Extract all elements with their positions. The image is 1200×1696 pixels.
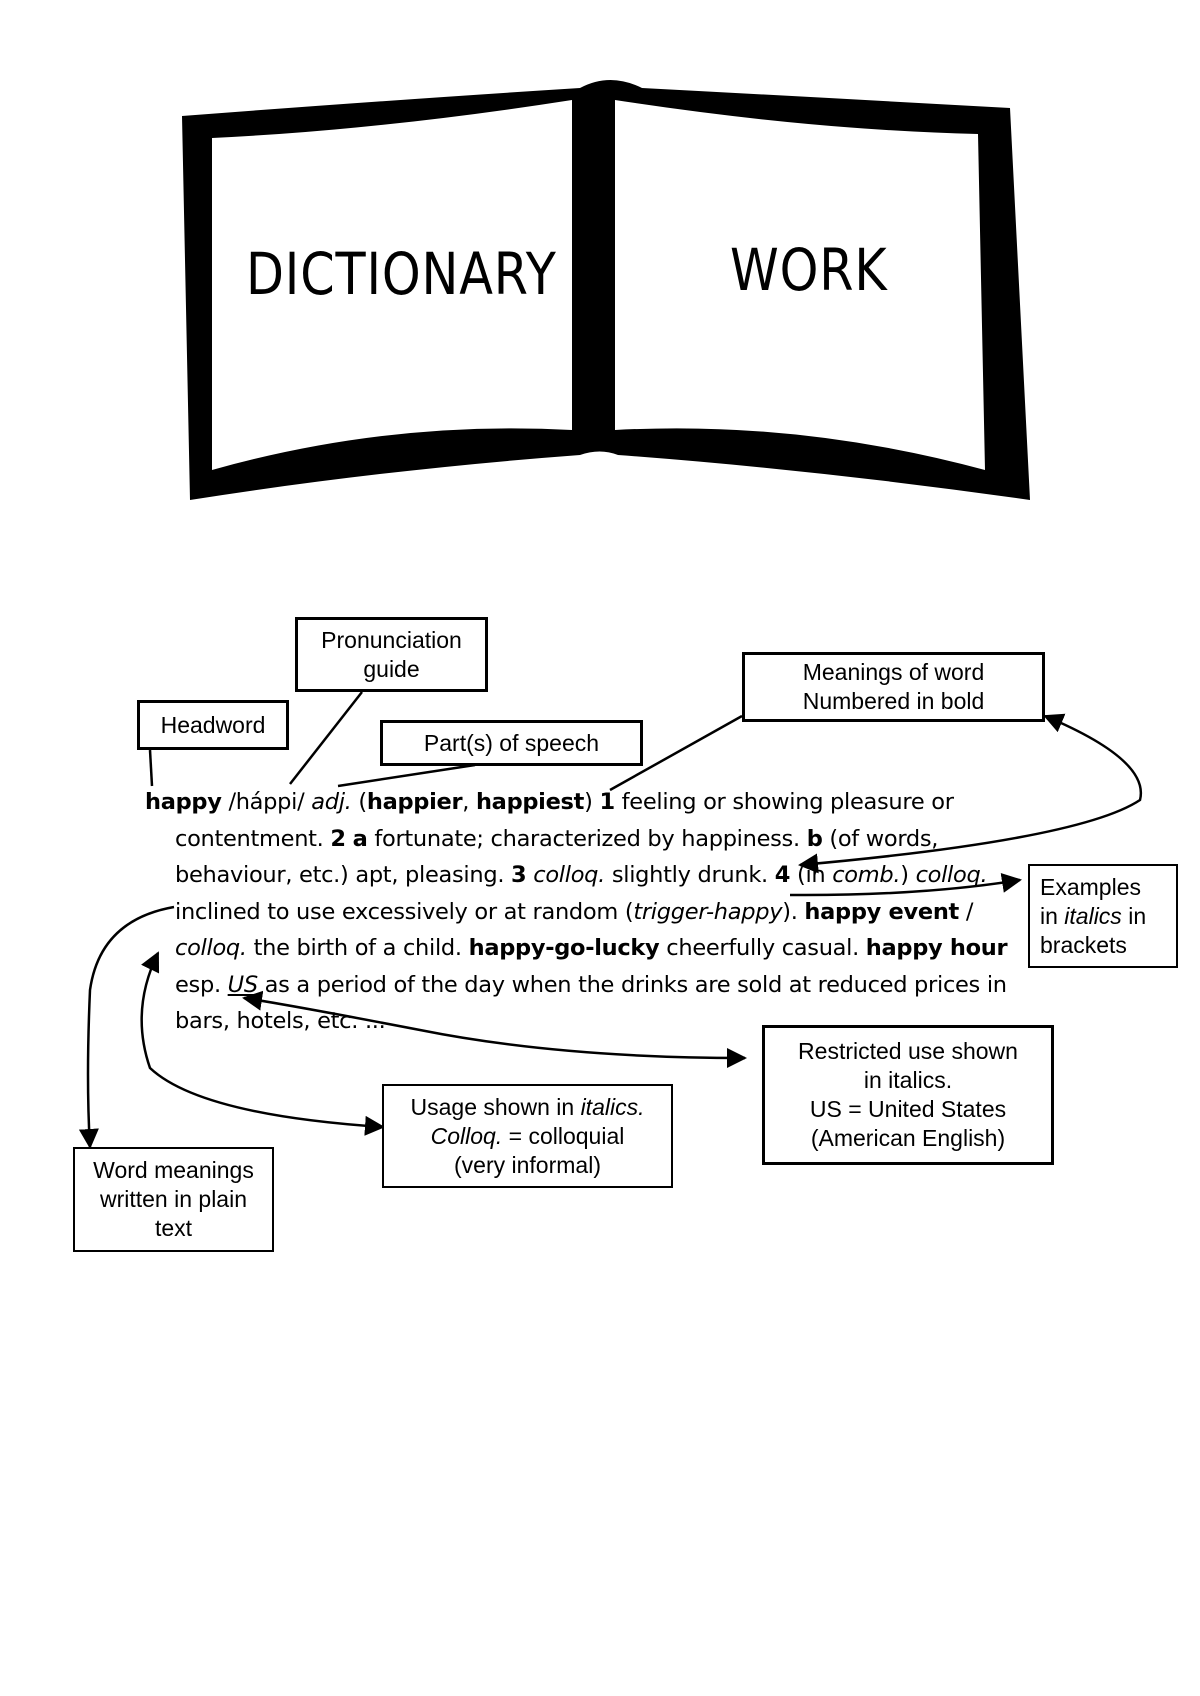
meaning-3-text: slightly drunk. <box>605 862 775 888</box>
entry-line-6: esp. US as a period of the day when the … <box>145 967 1045 1004</box>
part-of-speech-label: Part(s) of speech <box>380 720 643 766</box>
meanings-line1: Meanings of word <box>802 659 985 685</box>
meaning-4-pre: (in <box>790 862 833 888</box>
part-of-speech-text: Part(s) of speech <box>423 729 600 756</box>
entry-line-2: contentment. 2 a fortunate; characterize… <box>145 821 1045 858</box>
examples-in-after: in <box>1121 902 1147 929</box>
usage-line2: Colloq. = colloquial <box>384 1122 671 1151</box>
headword-connector <box>148 749 154 787</box>
entry-line-1: happy /háppi/ adj. (happier, happiest) 1… <box>145 784 1045 821</box>
phrase-3-pre: esp. <box>175 971 228 998</box>
examples-arrow <box>789 872 1022 897</box>
restricted-use-us: US <box>227 971 258 998</box>
sense-letter-a: a <box>352 825 368 852</box>
pronunciation-guide-text: Pronunciation guide <box>321 626 462 682</box>
phrase-slash: / <box>959 898 974 925</box>
meaning-number-3: 3 <box>511 862 527 888</box>
meaning-2a-text: fortunate; characterized by happiness. <box>367 825 807 852</box>
usage-line3: (very informal) <box>454 1151 601 1178</box>
entry-line-5: colloq. the birth of a child. happy-go-l… <box>145 930 1045 967</box>
part-of-speech-connector <box>337 763 476 788</box>
phrase-3-meaning-cont: bars, hotels, etc. ... <box>175 1008 386 1034</box>
usage-comb: comb. <box>832 862 901 888</box>
book-title-left: DICTIONARY <box>246 240 557 308</box>
entry-forms-open: ( <box>351 789 367 815</box>
left-page <box>212 100 572 470</box>
pronunciation-guide-label: Pronunciation guide <box>295 617 488 692</box>
entry-headword: happy <box>145 789 222 815</box>
meaning-1-text: feeling or showing pleasure or <box>614 789 954 815</box>
phrase-2-meaning: cheerfully casual. <box>659 935 866 961</box>
meaning-number-4: 4 <box>774 862 791 888</box>
entry-pronunciation: /háppi/ <box>221 789 312 815</box>
meaning-2b-text-cont: behaviour, etc.) apt, pleasing. <box>175 862 512 888</box>
restricted-line3: US = United States <box>809 1096 1007 1122</box>
phrase-1-meaning: the birth of a child. <box>246 935 469 961</box>
usage-colloq-1: colloq. <box>533 862 605 888</box>
usage-italics-word: italics. <box>580 1093 645 1120</box>
usage-label: Usage shown in italics. Colloq. = colloq… <box>382 1084 673 1188</box>
dictionary-entry: happy /háppi/ adj. (happier, happiest) 1… <box>145 784 1045 1040</box>
meanings-connector <box>609 714 743 792</box>
usage-arrow <box>140 951 385 1136</box>
meanings-arrow <box>798 713 1143 874</box>
meanings-label: Meanings of word Numbered in bold <box>742 652 1045 722</box>
meaning-1-text-cont: contentment. <box>175 825 331 852</box>
entry-part-of-speech: adj. <box>311 789 352 815</box>
space <box>346 826 353 852</box>
annotation-arrows <box>78 691 1143 1149</box>
entry-line-7: bars, hotels, etc. ... <box>145 1003 1045 1040</box>
book-title-right: WORK <box>730 236 888 304</box>
entry-comma: , <box>462 789 476 815</box>
usage-colloq-word: Colloq. <box>430 1122 503 1149</box>
examples-line3: brackets <box>1040 931 1127 958</box>
pronunciation-connector <box>289 691 363 785</box>
meaning-number-1: 1 <box>599 789 615 815</box>
restricted-use-label: Restricted use shown in italics. US = Un… <box>762 1025 1054 1165</box>
usage-colloq-3: colloq. <box>175 935 247 961</box>
phrase-happy-hour: happy hour <box>865 935 1008 961</box>
right-page <box>615 100 985 470</box>
word-meanings-text: Word meanings written in plain text <box>93 1157 254 1241</box>
restricted-line2: in italics. <box>863 1067 953 1093</box>
meaning-2b-text: (of words, <box>822 825 939 852</box>
word-meanings-label: Word meanings written in plain text <box>73 1147 274 1252</box>
word-meanings-arrow <box>78 905 175 1149</box>
examples-in: in <box>1040 902 1065 929</box>
restricted-line4: (American English) <box>810 1125 1006 1151</box>
usage-colloq-meaning: = colloquial <box>502 1122 625 1149</box>
meaning-4-post: ) <box>900 862 916 888</box>
entry-comparative: happier <box>366 789 463 815</box>
entry-line-3: behaviour, etc.) apt, pleasing. 3 colloq… <box>145 857 1045 894</box>
phrase-happy-go-lucky: happy-go-lucky <box>468 935 660 961</box>
entry-forms-close: ) <box>584 789 600 815</box>
meanings-line2: Numbered in bold <box>802 688 985 714</box>
restricted-line1: Restricted use shown <box>798 1038 1018 1064</box>
usage-line1-text: Usage shown in <box>410 1093 581 1120</box>
usage-line1: Usage shown in italics. <box>384 1093 671 1122</box>
example-trigger-happy: trigger-happy <box>633 898 783 925</box>
meaning-4-close: ). <box>782 898 805 925</box>
phrase-happy-event: happy event <box>804 898 959 925</box>
open-book-illustration <box>182 80 1030 500</box>
usage-colloq-2: colloq. <box>915 862 988 888</box>
entry-superlative: happiest <box>475 789 585 815</box>
headword-label-text: Headword <box>160 711 266 738</box>
examples-label: Examples in italics in brackets <box>1028 864 1178 968</box>
entry-line-4: inclined to use excessively or at random… <box>145 894 1045 931</box>
phrase-3-meaning: as a period of the day when the drinks a… <box>257 971 1007 998</box>
sense-letter-b: b <box>806 825 823 852</box>
examples-line1: Examples <box>1040 873 1141 900</box>
meaning-4-text: inclined to use excessively or at random… <box>175 898 634 925</box>
headword-label: Headword <box>137 700 289 750</box>
examples-italics-word: italics <box>1064 902 1122 929</box>
examples-line2: in italics in <box>1040 902 1176 931</box>
meaning-number-2: 2 <box>330 825 346 852</box>
